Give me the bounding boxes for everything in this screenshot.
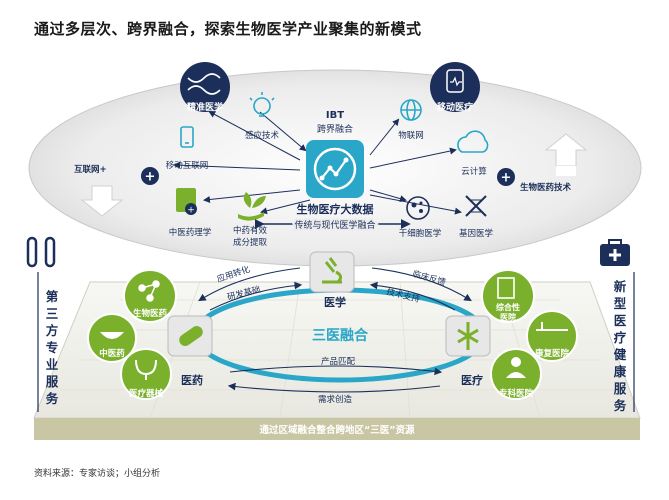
tcm-pharm-label: 中医药理学 xyxy=(169,227,212,238)
cloud-label: 云计算 xyxy=(461,166,487,177)
plus-icon-right xyxy=(497,168,515,186)
ibt-label: IBT xyxy=(326,110,344,121)
globe-icon xyxy=(400,99,422,121)
bigdata-hub xyxy=(306,140,364,198)
svg-text:精准医学: 精准医学 xyxy=(187,101,223,113)
product-match-label: 产品匹配 xyxy=(321,356,356,367)
cloud-icon xyxy=(457,130,489,153)
source-note: 资料来源：专家访谈；小组分析 xyxy=(34,469,161,479)
demand-create-label: 需求创造 xyxy=(318,394,353,405)
sensing-icon xyxy=(249,92,275,117)
third-party-service-label: 第三方专业服务 xyxy=(45,289,59,406)
mobile-internet-label: 移动互联网 xyxy=(166,160,209,171)
stem-cell-icon xyxy=(406,196,430,220)
hub-title: 生物医疗大数据 xyxy=(297,202,374,216)
iot-label: 物联网 xyxy=(398,130,424,141)
test-tubes-icon xyxy=(26,236,56,268)
medicine-label: 医学 xyxy=(324,295,346,309)
cluster-general-hospital-a: 综合性 xyxy=(496,302,520,312)
cluster-bio-pharma: 生物医药 xyxy=(133,308,168,319)
bottom-bar-label: 通过区域融合整合跨地区“三医”资源 xyxy=(260,424,415,436)
dna-icon xyxy=(465,195,487,217)
right-cluster: 综合性 医院 康复医院 专科医院 xyxy=(481,269,578,400)
tcm-book-icon: + xyxy=(176,188,197,216)
mobile-phone-icon xyxy=(180,126,194,148)
internet-plus-label: 互联网+ xyxy=(74,164,107,175)
cluster-specialty: 专科医院 xyxy=(499,388,534,399)
svg-text:+: + xyxy=(145,170,156,185)
right-up-arrow xyxy=(544,133,588,176)
medicine-node xyxy=(309,251,355,293)
cluster-rehab: 康复医院 xyxy=(535,348,570,359)
pharma-label: 医药 xyxy=(181,373,203,387)
left-down-arrow xyxy=(80,185,124,217)
fusion-label: 三医融合 xyxy=(312,327,369,344)
first-aid-kit-icon xyxy=(600,239,630,266)
cluster-devices: 医疗器械 xyxy=(129,388,164,399)
bio-tech-label: 生物医药技术 xyxy=(520,182,572,193)
bottom-bar xyxy=(34,418,640,440)
new-health-service-label: 新型医疗健康服务 xyxy=(613,279,627,413)
cluster-tcm: 中医药 xyxy=(99,348,125,359)
svg-text:移动医疗: 移动医疗 xyxy=(437,101,473,113)
mobile-medical-badge: 移动医疗 xyxy=(430,62,480,113)
tcm-extract-label-2: 成分提取 xyxy=(233,237,268,248)
svg-text:+: + xyxy=(501,171,512,186)
stem-cell-label: 干细胞医学 xyxy=(399,228,442,239)
left-cluster: 生物医药 中医药 医疗器械 xyxy=(87,269,177,400)
svg-text:+: + xyxy=(187,206,195,216)
cross-fusion-label: 跨界融合 xyxy=(317,123,353,135)
medical-node xyxy=(445,315,491,357)
hub-subtitle: 传统与现代医学融合 xyxy=(294,219,375,231)
medical-label: 医疗 xyxy=(461,373,483,387)
herb-hand-icon xyxy=(238,192,266,221)
gene-label: 基因医学 xyxy=(459,228,494,239)
precision-medicine-badge: 精准医学 xyxy=(180,62,230,113)
pharma-node xyxy=(167,315,213,357)
sensing-label: 感应技术 xyxy=(245,130,280,141)
plus-icon-left xyxy=(141,167,159,185)
cluster-general-hospital-b: 医院 xyxy=(500,312,516,322)
tcm-extract-label-1: 中药有效 xyxy=(233,225,268,236)
page-title: 通过多层次、跨界融合，探索生物医学产业聚集的新模式 xyxy=(34,20,422,38)
